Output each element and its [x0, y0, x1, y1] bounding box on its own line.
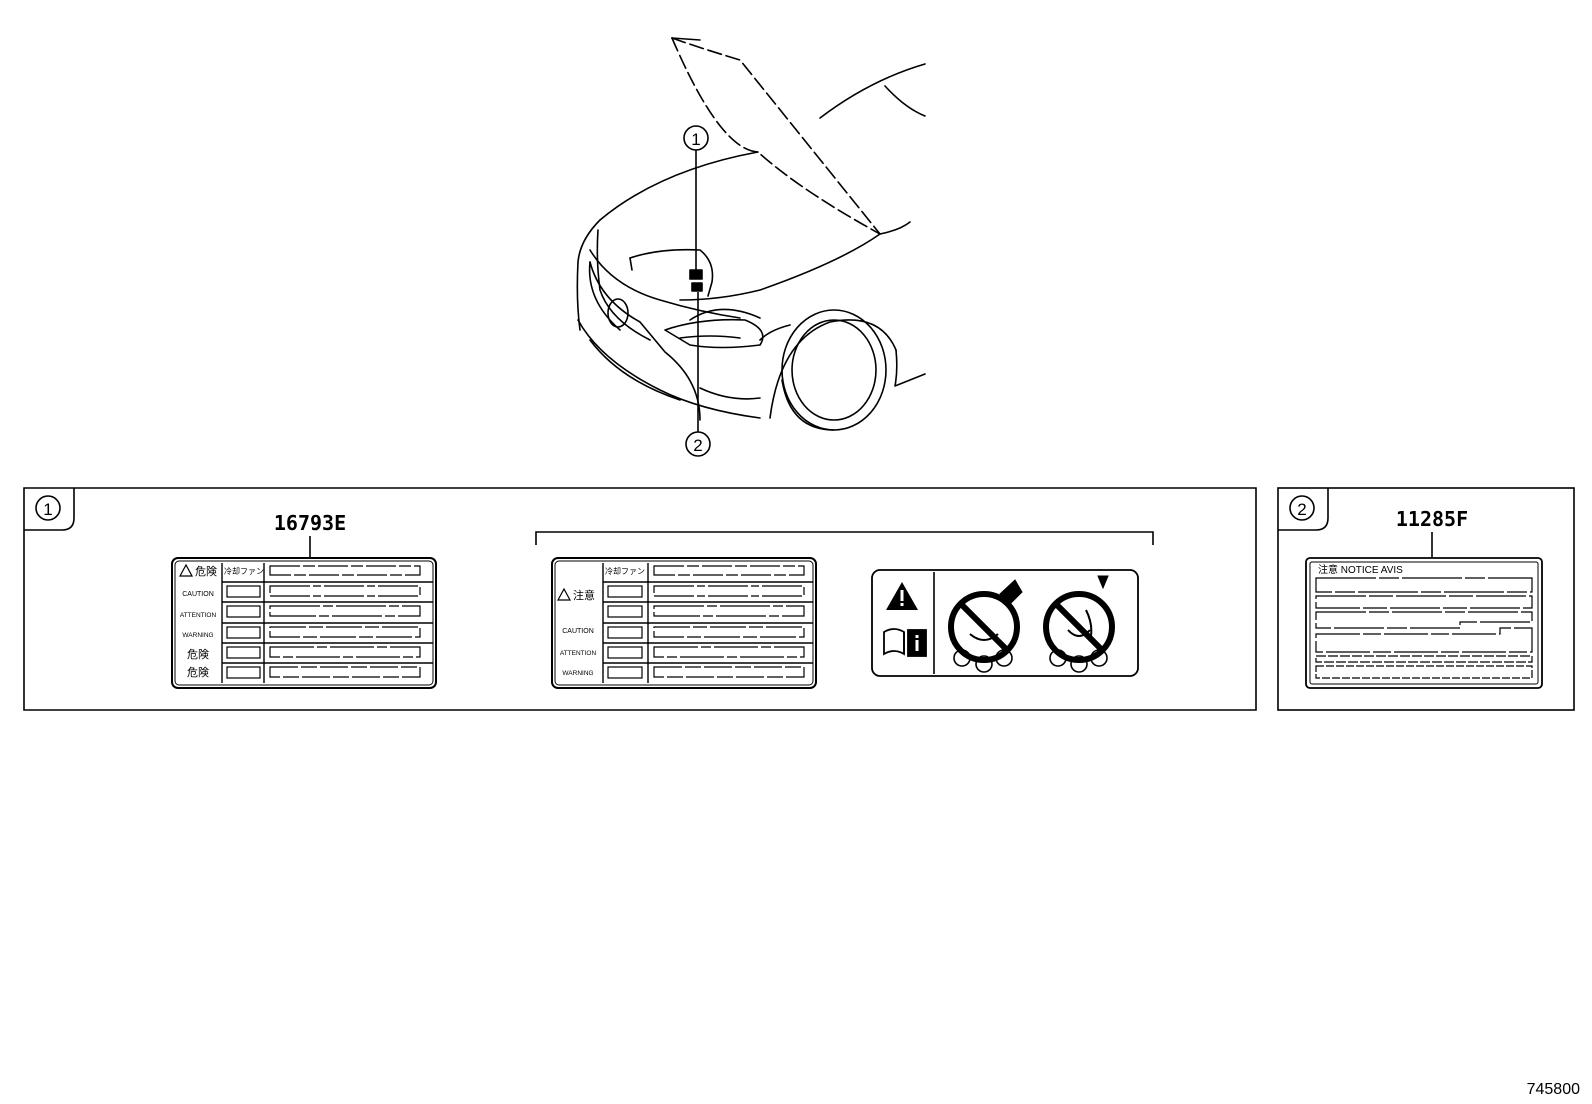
- label-b-header: 冷却ファン: [605, 566, 645, 576]
- no-hand-fan-icon: [948, 579, 1023, 673]
- label-b-row-1: 注意: [573, 588, 595, 602]
- notice-label: [1305, 557, 1543, 689]
- callout-2-panel: 2: [1289, 495, 1315, 521]
- label-a-header: 冷却ファン: [224, 566, 264, 576]
- warning-icon: [886, 582, 918, 610]
- callout-1-car: 1: [683, 125, 709, 151]
- part-number-11285F: 11285F: [1396, 507, 1468, 531]
- label-a-row-6: 危険: [187, 666, 209, 679]
- callout-number: 2: [693, 436, 702, 455]
- callout-number: 2: [1297, 500, 1306, 519]
- label-b-row-2: CAUTION: [562, 628, 594, 635]
- callout-number: 1: [43, 500, 52, 519]
- group-bracket: [535, 531, 1154, 545]
- label-a-row-5: 危険: [187, 648, 209, 661]
- pictogram-label: [871, 569, 1139, 677]
- label-b-row-3: ATTENTION: [560, 650, 597, 657]
- part-number-16793E: 16793E: [274, 511, 346, 535]
- callout-1-panel: 1: [35, 495, 61, 521]
- label-a-row-4: WARNING: [182, 632, 213, 639]
- diagram-id: 745800: [1527, 1081, 1580, 1098]
- callout-leaders: [695, 150, 699, 432]
- callout-2-car: 2: [685, 431, 711, 457]
- label-b-row-4: WARNING: [562, 670, 593, 677]
- label-a-row-1: 危険: [195, 565, 217, 578]
- no-tie-fan-icon: [1043, 575, 1115, 673]
- label-a-row-2: CAUTION: [182, 591, 214, 598]
- warning-label-b: [551, 557, 817, 689]
- car-front-illustration: [576, 37, 926, 431]
- notice-label-header: 注意 NOTICE AVIS: [1318, 563, 1403, 576]
- manual-info-icon: [883, 628, 927, 657]
- label-a-row-3: ATTENTION: [180, 612, 217, 619]
- callout-number: 1: [691, 130, 700, 149]
- warning-label-a: [171, 557, 437, 689]
- panel-2: 2 11285F 注意 NOTICE AVIS: [1277, 487, 1575, 711]
- panel-1: 1 16793E: [23, 487, 1257, 711]
